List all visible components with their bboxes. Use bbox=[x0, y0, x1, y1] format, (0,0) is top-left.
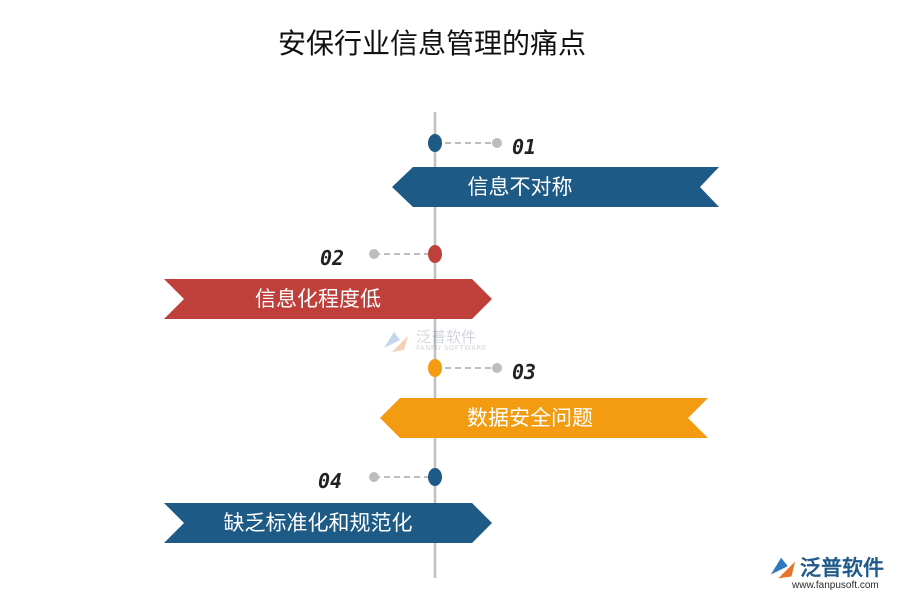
brand-logo: 泛普软件 www.fanpusoft.com bbox=[768, 552, 894, 598]
item-number: 04 bbox=[318, 469, 342, 493]
watermark-name: 泛普软件 bbox=[416, 328, 477, 346]
watermark-subtitle: FANPU SOFTWARE bbox=[416, 344, 487, 352]
fanpu-logo-icon bbox=[384, 332, 408, 352]
banner-shape bbox=[380, 398, 708, 438]
timeline-item-01: 01 信息不对称 bbox=[392, 134, 719, 207]
connector-end-dot bbox=[369, 249, 379, 259]
logo-name: 泛普软件 bbox=[800, 556, 884, 580]
fanpu-logo-icon bbox=[770, 557, 796, 579]
banner-shape bbox=[164, 503, 492, 543]
banner-label: 信息化程度低 bbox=[255, 287, 381, 311]
page-title: 安保行业信息管理的痛点 bbox=[277, 27, 586, 60]
axis-node bbox=[428, 359, 442, 377]
axis-node bbox=[428, 468, 442, 486]
logo-url: www.fanpusoft.com bbox=[792, 580, 879, 591]
timeline-item-03: 03 数据安全问题 bbox=[380, 359, 708, 438]
banner-label: 信息不对称 bbox=[468, 175, 573, 199]
connector-end-dot bbox=[492, 363, 502, 373]
banner-shape bbox=[392, 167, 719, 207]
center-watermark: 泛普软件 FANPU SOFTWARE bbox=[380, 326, 500, 356]
item-number: 01 bbox=[512, 135, 536, 159]
banner-shape bbox=[164, 279, 492, 319]
timeline-item-02: 02 信息化程度低 bbox=[164, 245, 492, 319]
item-number: 03 bbox=[512, 360, 536, 384]
banner-label: 数据安全问题 bbox=[467, 406, 593, 430]
axis-node bbox=[428, 134, 442, 152]
banner-label: 缺乏标准化和规范化 bbox=[224, 511, 413, 535]
connector-end-dot bbox=[369, 472, 379, 482]
item-number: 02 bbox=[320, 246, 344, 270]
axis-node bbox=[428, 245, 442, 263]
connector-end-dot bbox=[492, 138, 502, 148]
timeline-item-04: 04 缺乏标准化和规范化 bbox=[164, 468, 492, 543]
